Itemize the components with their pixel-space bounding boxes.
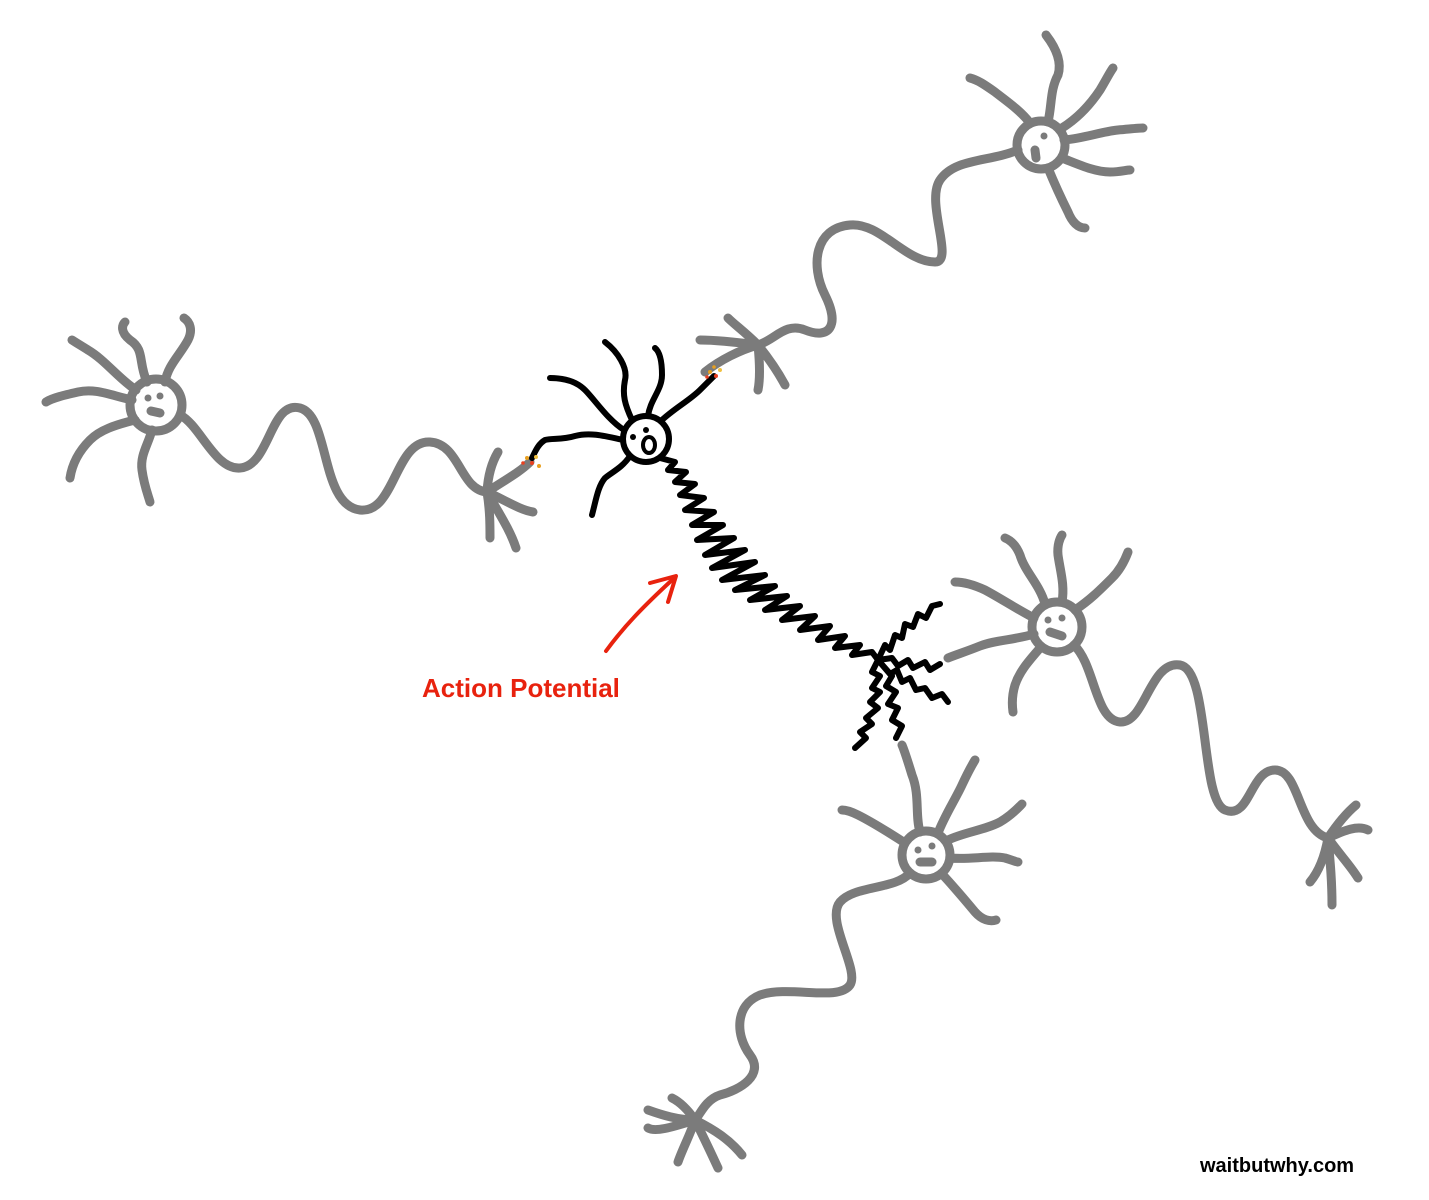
- synapse-spark-left: [521, 455, 541, 468]
- dendrite: [118, 317, 152, 387]
- mouth: [641, 435, 657, 455]
- dendrite: [945, 852, 1023, 867]
- dendrite: [65, 415, 140, 483]
- dendrite: [1053, 530, 1068, 607]
- site-credit: waitbutwhy.com: [1200, 1155, 1355, 1177]
- eye: [914, 846, 922, 854]
- dendrite: [659, 373, 717, 423]
- dendrite: [837, 805, 910, 848]
- eye: [630, 434, 636, 440]
- eye: [156, 392, 164, 400]
- axon-terminal: [643, 1093, 747, 1173]
- eye: [928, 842, 936, 850]
- eye: [1040, 132, 1048, 140]
- dendrite: [1057, 63, 1118, 133]
- dendrite: [1057, 153, 1135, 177]
- dendrite: [67, 335, 141, 395]
- axon: [1069, 640, 1333, 843]
- dendrite: [602, 339, 635, 423]
- active-neuron: [521, 339, 951, 751]
- dendrite: [943, 629, 1039, 663]
- axon-terminal: [482, 447, 538, 553]
- synapse-spark-top: [705, 365, 722, 379]
- arrow-icon: [604, 574, 678, 653]
- neuron-right: [943, 530, 1373, 910]
- dendrite: [137, 425, 157, 507]
- dendrite: [1070, 547, 1133, 615]
- neuron-top-right: [695, 30, 1148, 395]
- axon-terminal: [695, 313, 790, 395]
- dendrite: [933, 755, 980, 838]
- eye: [643, 427, 649, 433]
- dendrite: [645, 345, 665, 419]
- dendrite: [937, 869, 1001, 926]
- dendrite: [547, 375, 627, 433]
- dendrite: [1000, 533, 1050, 609]
- axon: [690, 868, 915, 1125]
- eye: [144, 394, 152, 402]
- dendrite: [529, 431, 626, 461]
- eye: [1044, 616, 1052, 624]
- eye: [1058, 614, 1066, 622]
- dendrite: [965, 73, 1035, 128]
- dendrite: [1043, 163, 1090, 233]
- neuron-bottom: [643, 740, 1027, 1173]
- axon-terminal: [852, 601, 951, 751]
- dendrite: [1007, 643, 1045, 717]
- axon: [753, 145, 1023, 350]
- dendrite: [950, 577, 1039, 623]
- cell-body: [1012, 116, 1070, 174]
- cell-body: [1027, 597, 1087, 657]
- dendrite: [897, 740, 925, 837]
- axon: [657, 455, 881, 663]
- dendrite: [1059, 123, 1148, 145]
- dendrite: [1041, 30, 1064, 127]
- dendrite: [943, 799, 1027, 845]
- dendrite: [589, 453, 633, 518]
- neuron-upper-left: [41, 313, 538, 553]
- axon: [175, 402, 492, 515]
- action-potential-label: Action Potential: [422, 673, 620, 703]
- dendrite: [41, 386, 137, 407]
- axon-terminal: [1305, 800, 1373, 910]
- dendrite: [160, 313, 196, 387]
